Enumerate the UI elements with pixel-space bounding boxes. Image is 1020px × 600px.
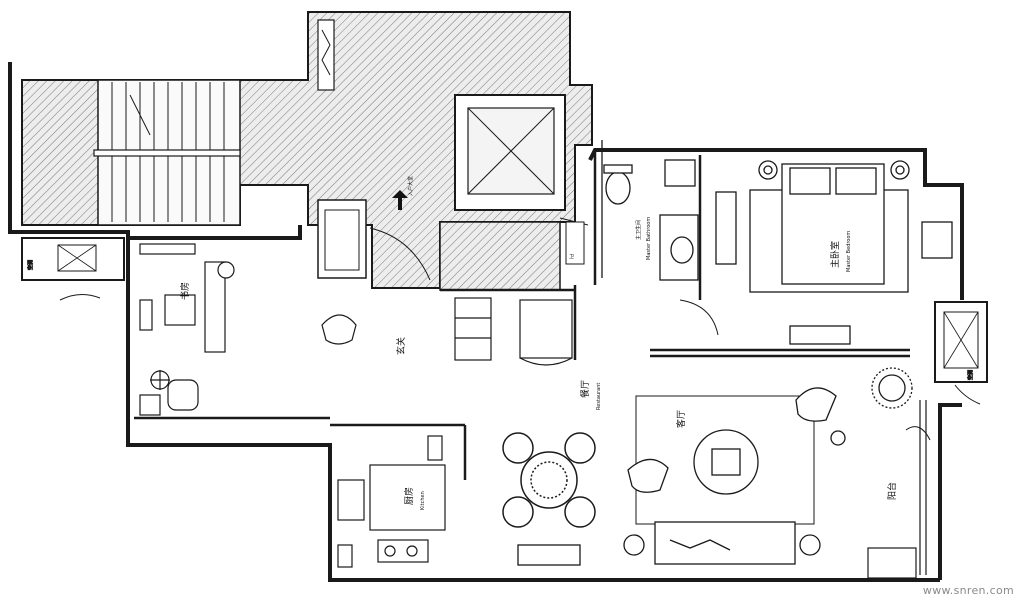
master-bath-en-label: Master Bathroom xyxy=(646,217,652,260)
interior-walls xyxy=(134,150,910,480)
living-furniture xyxy=(517,367,913,566)
kitchen-label: 厨房 xyxy=(403,487,415,505)
entrance-marker: 入户大堂 xyxy=(392,176,414,210)
ac-right-label: 空调 xyxy=(967,370,974,380)
master-bedroom-furniture xyxy=(715,160,953,345)
hall-chair xyxy=(321,314,357,345)
staircase xyxy=(93,79,241,226)
dining-set xyxy=(502,432,596,528)
entrance-label: 入户大堂 xyxy=(407,176,414,196)
master-bedroom-en-label: Master Bedroom xyxy=(846,231,852,272)
master-bedroom-label: 主卧室 xyxy=(829,241,841,268)
living-label: 客厅 xyxy=(675,410,687,428)
watermark: www.snren.com xyxy=(922,584,1014,597)
balcony xyxy=(867,400,927,579)
hall-label: 玄关 xyxy=(395,337,407,355)
dining-en-label: Restaurant xyxy=(596,383,602,410)
entry-cabinets xyxy=(454,297,573,366)
balcony-label: 阳台 xyxy=(886,482,898,500)
dining-label: 餐厅 xyxy=(579,380,591,398)
ac-unit-left: 空调 xyxy=(21,237,125,281)
ac-unit-right: 空调 xyxy=(934,301,988,383)
elevator xyxy=(454,94,566,211)
study-furniture xyxy=(139,243,235,416)
kitchen-en-label: Kitchen xyxy=(420,491,426,510)
wc-marker: 卫 xyxy=(565,221,585,265)
ac-left-label: 空调 xyxy=(27,260,34,270)
wc-label: 卫 xyxy=(569,254,574,260)
master-bathroom-fixtures xyxy=(601,140,699,281)
master-bath-label: 主卫生间 xyxy=(635,220,642,240)
study-label: 书房 xyxy=(179,282,191,300)
kitchen-fixtures xyxy=(337,435,446,568)
duct-shaft xyxy=(317,19,367,279)
